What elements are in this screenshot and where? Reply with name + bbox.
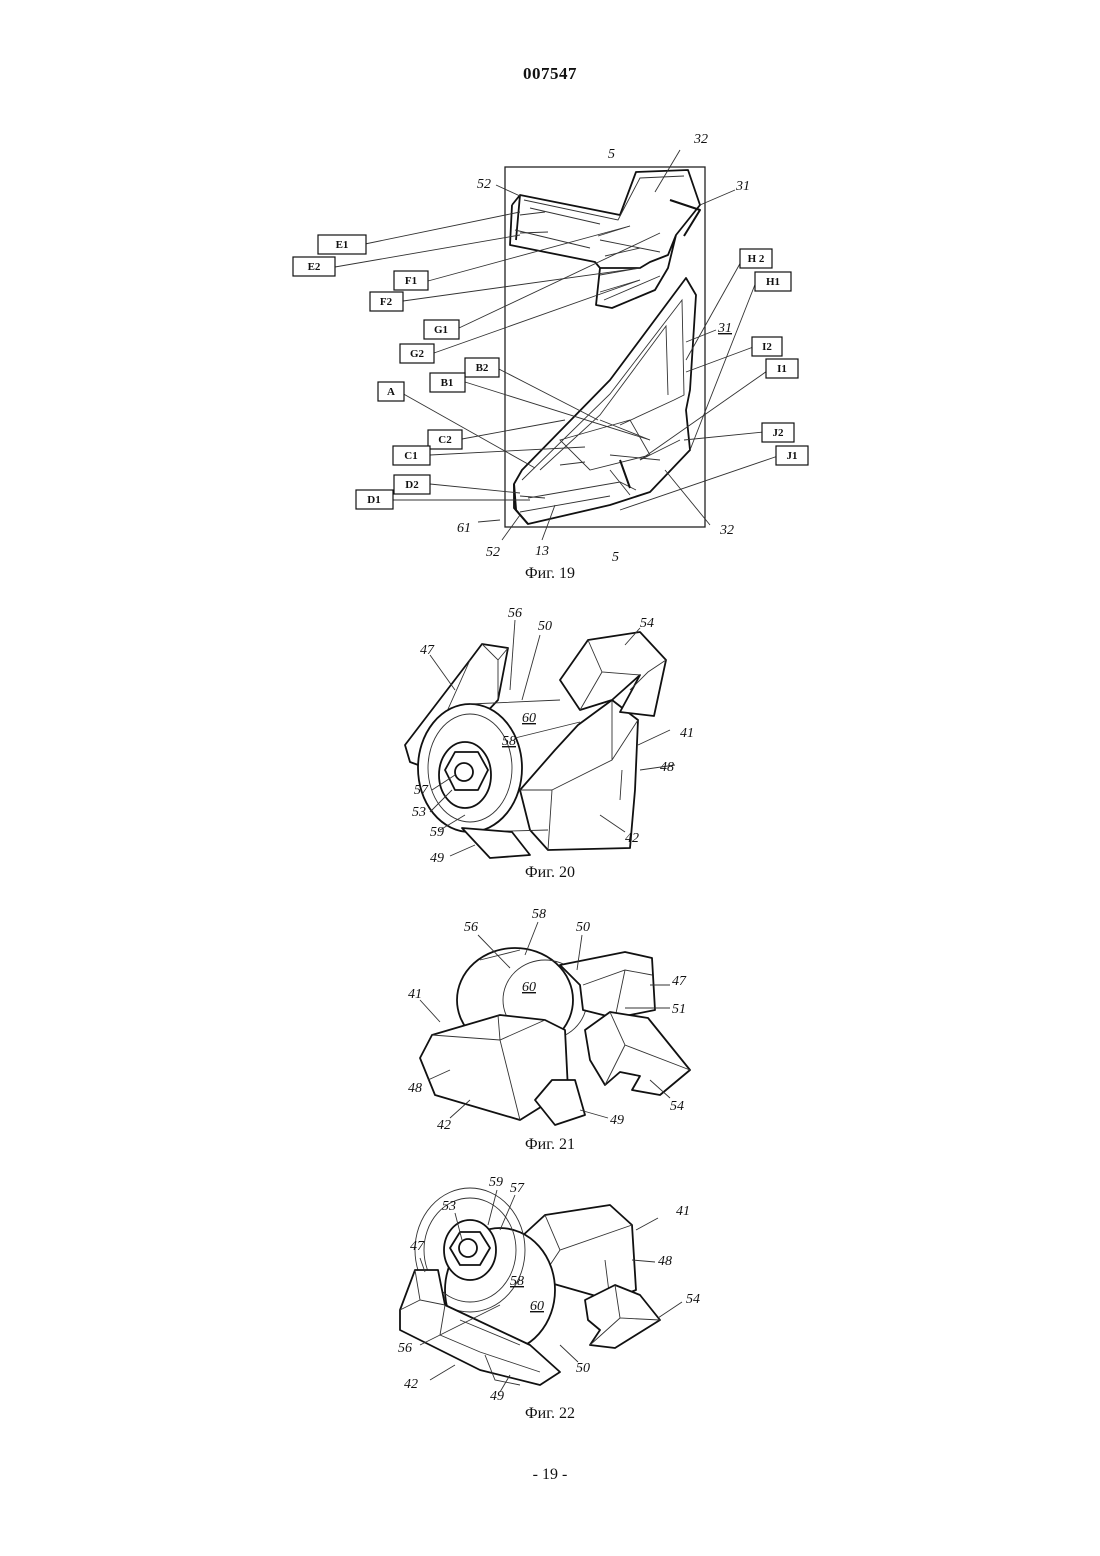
svg-text:56: 56 xyxy=(508,606,522,621)
fig22-part-54 xyxy=(585,1285,660,1348)
box-g1: G1 xyxy=(424,320,459,339)
svg-text:59: 59 xyxy=(430,825,444,840)
figure-20-caption: Фиг. 20 xyxy=(0,864,1100,882)
svg-text:54: 54 xyxy=(686,1292,700,1307)
figure-21-caption: Фиг. 21 xyxy=(0,1136,1100,1154)
box-c2: C2 xyxy=(428,430,462,449)
svg-text:48: 48 xyxy=(658,1254,672,1269)
figure-19-drawing: E1 E2 F1 F2 G1 G2 H 2 H1 B2 B1 A I2 I1 C… xyxy=(293,132,808,565)
svg-text:42: 42 xyxy=(437,1118,451,1133)
svg-text:52: 52 xyxy=(477,177,491,192)
svg-text:13: 13 xyxy=(535,544,549,559)
svg-text:F2: F2 xyxy=(380,296,393,308)
box-h1: H1 xyxy=(755,272,791,291)
svg-text:50: 50 xyxy=(576,920,590,935)
fig20-part-49 xyxy=(462,828,530,858)
svg-text:32: 32 xyxy=(719,523,734,538)
svg-text:61: 61 xyxy=(457,521,471,536)
box-g2: G2 xyxy=(400,344,434,363)
svg-text:G1: G1 xyxy=(434,324,448,336)
box-f2: F2 xyxy=(370,292,403,311)
svg-text:48: 48 xyxy=(660,760,674,775)
svg-text:G2: G2 xyxy=(410,348,425,360)
svg-text:J2: J2 xyxy=(773,427,785,439)
figure-22-caption: Фиг. 22 xyxy=(0,1405,1100,1423)
box-e2: E2 xyxy=(293,257,335,276)
svg-text:48: 48 xyxy=(408,1081,422,1096)
svg-text:5: 5 xyxy=(612,550,619,565)
svg-text:I2: I2 xyxy=(762,341,772,353)
svg-text:57: 57 xyxy=(414,783,429,798)
fig19-upper-part xyxy=(510,170,700,308)
svg-text:47: 47 xyxy=(672,974,687,989)
svg-text:60: 60 xyxy=(530,1299,544,1314)
box-b1: B1 xyxy=(430,373,465,392)
svg-text:56: 56 xyxy=(398,1341,412,1356)
svg-text:H1: H1 xyxy=(766,276,780,288)
svg-text:57: 57 xyxy=(510,1181,525,1196)
svg-text:41: 41 xyxy=(676,1204,690,1219)
svg-text:58: 58 xyxy=(502,734,516,749)
svg-text:54: 54 xyxy=(640,616,654,631)
svg-text:42: 42 xyxy=(404,1377,418,1392)
svg-text:42: 42 xyxy=(625,831,639,846)
svg-text:B2: B2 xyxy=(476,362,489,374)
box-f1: F1 xyxy=(394,271,428,290)
svg-text:60: 60 xyxy=(522,711,536,726)
svg-text:51: 51 xyxy=(672,1002,686,1017)
svg-text:58: 58 xyxy=(532,907,546,922)
svg-text:41: 41 xyxy=(408,987,422,1002)
box-d1: D1 xyxy=(356,490,393,509)
svg-text:50: 50 xyxy=(576,1361,590,1376)
svg-text:F1: F1 xyxy=(405,275,417,287)
box-h2: H 2 xyxy=(740,249,772,268)
svg-text:41: 41 xyxy=(680,726,694,741)
svg-text:5: 5 xyxy=(608,147,615,162)
svg-text:54: 54 xyxy=(670,1099,684,1114)
svg-text:47: 47 xyxy=(410,1239,425,1254)
figure-19-caption: Фиг. 19 xyxy=(0,565,1100,583)
box-b2: B2 xyxy=(465,358,499,377)
svg-text:B1: B1 xyxy=(441,377,454,389)
box-c1: C1 xyxy=(393,446,430,465)
svg-text:50: 50 xyxy=(538,619,552,634)
box-i1: I1 xyxy=(766,359,798,378)
svg-text:C1: C1 xyxy=(404,450,417,462)
svg-text:H 2: H 2 xyxy=(748,253,765,265)
svg-text:J1: J1 xyxy=(787,450,798,462)
svg-text:E2: E2 xyxy=(308,261,321,273)
svg-text:D1: D1 xyxy=(367,494,380,506)
svg-text:53: 53 xyxy=(412,805,426,820)
figure-21-drawing: 56 58 50 60 47 41 51 48 42 54 49 xyxy=(408,907,690,1133)
svg-text:56: 56 xyxy=(464,920,478,935)
svg-text:32: 32 xyxy=(693,132,708,147)
svg-text:E1: E1 xyxy=(336,239,349,251)
box-a: A xyxy=(378,382,404,401)
fig21-part-54 xyxy=(585,1012,690,1095)
svg-text:58: 58 xyxy=(510,1274,524,1289)
figure-20-drawing: 56 50 54 47 60 58 41 48 57 53 59 42 49 xyxy=(405,606,694,866)
svg-text:A: A xyxy=(387,386,395,398)
svg-text:C2: C2 xyxy=(438,434,452,446)
svg-text:31: 31 xyxy=(735,179,750,194)
box-d2: D2 xyxy=(394,475,430,494)
figure-22-drawing: 59 57 53 41 47 48 58 54 60 56 42 49 50 xyxy=(398,1175,700,1404)
page-number: - 19 - xyxy=(0,1466,1100,1484)
svg-text:47: 47 xyxy=(420,643,435,658)
svg-text:60: 60 xyxy=(522,980,536,995)
svg-text:49: 49 xyxy=(610,1113,624,1128)
svg-text:D2: D2 xyxy=(405,479,419,491)
svg-text:31: 31 xyxy=(717,321,732,336)
box-e1: E1 xyxy=(318,235,366,254)
svg-text:I1: I1 xyxy=(777,363,787,375)
svg-text:59: 59 xyxy=(489,1175,503,1190)
svg-text:49: 49 xyxy=(490,1389,504,1404)
box-j2: J2 xyxy=(762,423,794,442)
box-i2: I2 xyxy=(752,337,782,356)
svg-text:53: 53 xyxy=(442,1199,456,1214)
box-j1: J1 xyxy=(776,446,808,465)
svg-text:52: 52 xyxy=(486,545,500,560)
